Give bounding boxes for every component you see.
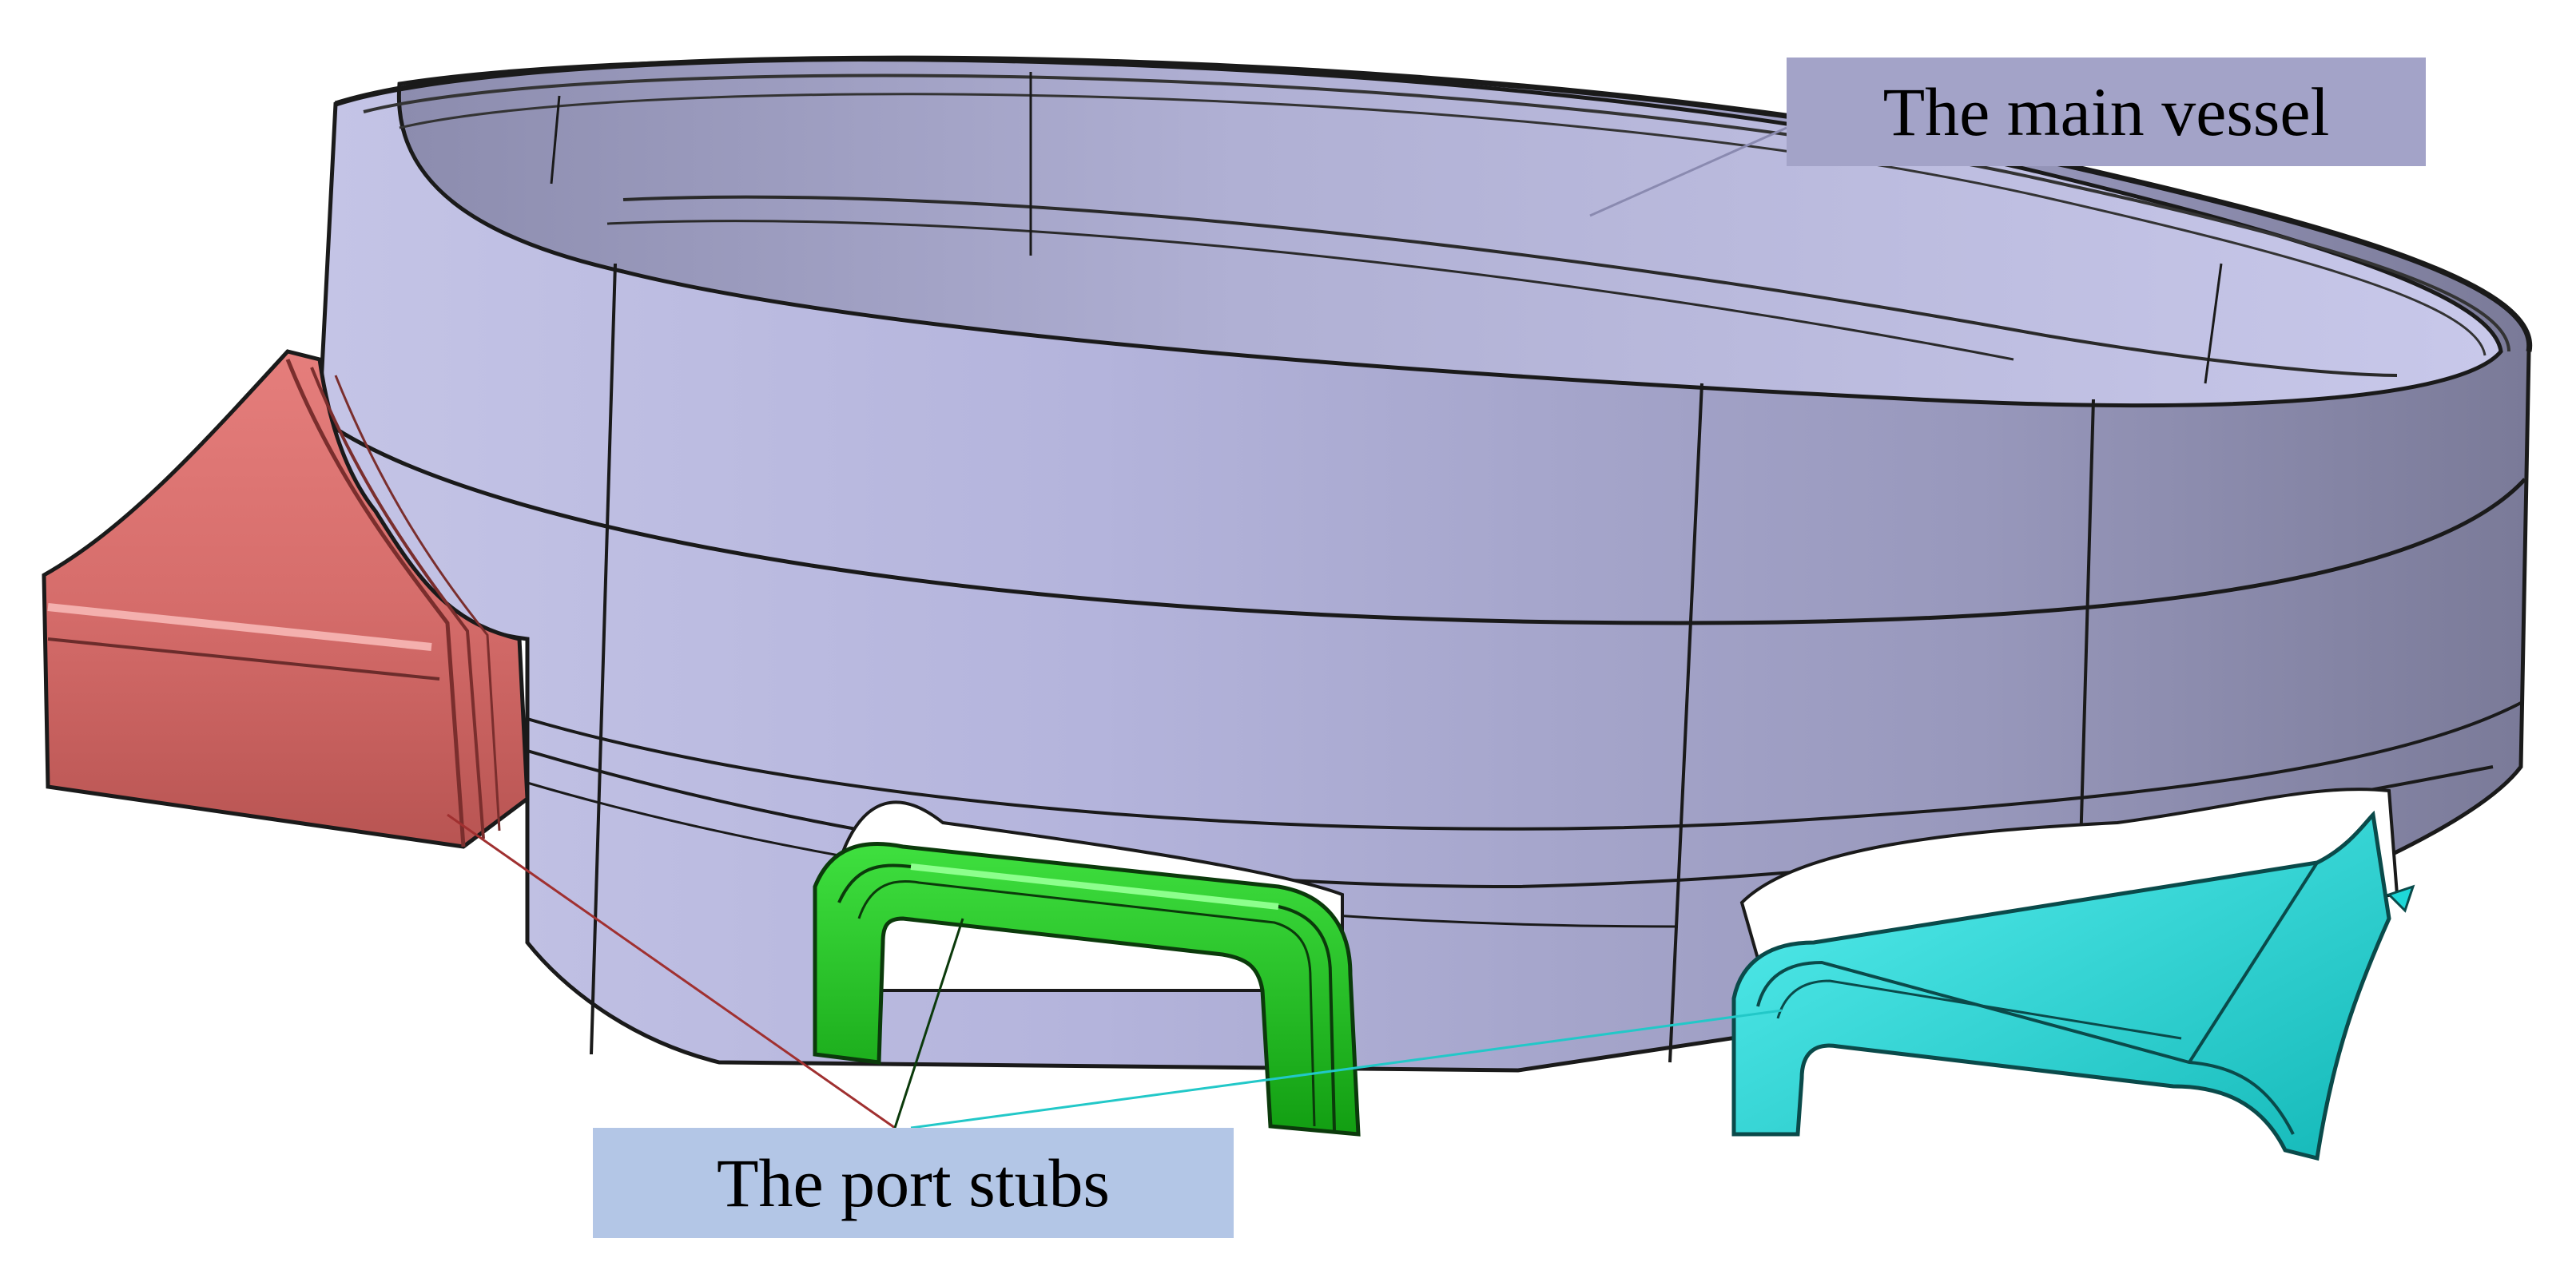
leader-red-stub bbox=[447, 813, 896, 1129]
leader-green-stub bbox=[893, 918, 964, 1129]
leader-cyan-stub bbox=[910, 1009, 1783, 1129]
label-main-vessel: The main vessel bbox=[1787, 58, 2426, 166]
vessel-inner-wall bbox=[396, 58, 2503, 407]
main-vessel bbox=[317, 55, 2533, 1073]
red-port-stub bbox=[42, 349, 530, 849]
leader-lines bbox=[447, 126, 1787, 1129]
label-port-stubs: The port stubs bbox=[593, 1128, 1234, 1238]
vessel-rim bbox=[334, 55, 2533, 352]
green-port-stub bbox=[813, 842, 1361, 1137]
port-opening-right bbox=[1739, 788, 2399, 961]
leader-main-vessel bbox=[1589, 126, 1787, 217]
